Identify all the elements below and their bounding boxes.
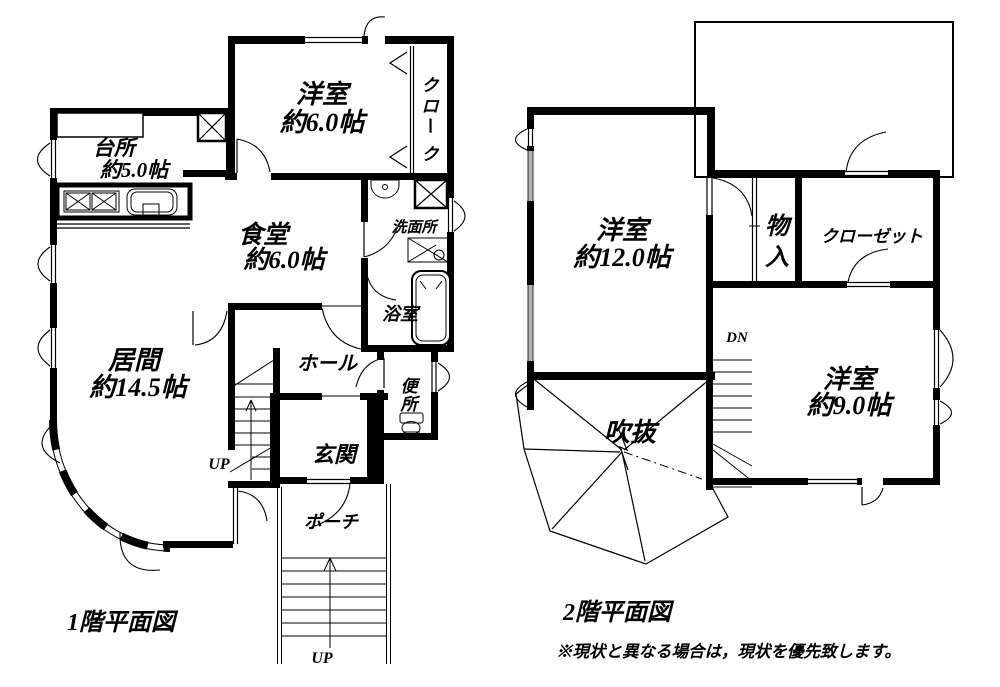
void-area — [515, 378, 729, 565]
bedroom12-size-label: 約12.0帖 — [573, 243, 675, 272]
closet-label: クローゼット — [821, 227, 923, 246]
kitchen-label: 台所 — [93, 136, 139, 160]
kitchen-size-label: 約5.0帖 — [100, 158, 171, 182]
windows-1f — [50, 36, 454, 392]
cloak-char-2: ロ — [422, 97, 440, 116]
wash-basin — [370, 179, 400, 199]
toilet-char-2: 所 — [400, 395, 421, 414]
entrance-label: 玄関 — [312, 442, 360, 467]
pillar-box-washroom — [413, 178, 449, 210]
floor2-title: 2階平面図 — [562, 599, 675, 626]
floor1-title: 1階平面図 — [67, 609, 179, 636]
storage-char-1: 物 — [765, 213, 793, 240]
living-label: 居間 — [107, 346, 164, 375]
bedroom9-label: 洋室 — [823, 365, 879, 394]
labels-1f: 台所 約5.0帖 洋室 約6.0帖 ク ロ ー ク 食堂 約6.0帖 洗面所 浴… — [67, 76, 440, 667]
toilet-char-1: 便 — [401, 377, 421, 396]
porch-stairs-up-label: UP — [311, 650, 333, 667]
storage-char-2: 入 — [765, 244, 789, 271]
cloak-char-1: ク — [422, 76, 440, 95]
toilet-fixture — [399, 412, 424, 435]
dining-size-label: 約6.0帖 — [243, 246, 328, 274]
bathtub — [411, 270, 451, 346]
doors-2f — [514, 128, 954, 506]
bedroom12-label: 洋室 — [596, 216, 652, 245]
pillar-box-kitchen — [196, 111, 228, 143]
windows-2f — [527, 128, 940, 485]
living-curved-wall — [49, 419, 171, 552]
kitchen-counter-top — [56, 112, 144, 138]
floor2-plan: 洋室 約12.0帖 物 入 クローゼット DN 洋室 約9.0帖 吹抜 2階平面… — [514, 21, 954, 661]
stairs-exterior — [277, 484, 391, 664]
bath-label: 浴室 — [382, 304, 421, 324]
doors-1f — [192, 138, 399, 544]
kitchen-counter — [54, 182, 193, 229]
cloak-partition — [388, 46, 415, 173]
washer-pan — [407, 237, 449, 263]
stairs-interior — [228, 313, 278, 480]
walls-2f — [527, 107, 940, 490]
stairs-up-label: UP — [208, 456, 230, 473]
bedroom6-size-label: 約6.0帖 — [280, 108, 369, 137]
hall-label: ホール — [297, 353, 358, 375]
washroom-label: 洗面所 — [391, 219, 439, 236]
dining-label: 食堂 — [238, 221, 292, 249]
living-size-label: 約14.5帖 — [89, 373, 191, 402]
bedroom9-size-label: 約9.0帖 — [807, 391, 896, 420]
glazing-2f — [527, 146, 534, 365]
stairs-down — [712, 359, 753, 488]
cloak-char-3: ー — [420, 116, 439, 134]
balcony-outline — [694, 21, 954, 178]
labels-2f: 洋室 約12.0帖 物 入 クローゼット DN 洋室 約9.0帖 吹抜 2階平面… — [556, 213, 923, 661]
void-label: 吹抜 — [604, 418, 660, 447]
casement-arcs-1f — [36, 16, 466, 571]
cloak-char-4: ク — [422, 145, 440, 164]
floor1-plan: 台所 約5.0帖 洋室 約6.0帖 ク ロ ー ク 食堂 約6.0帖 洗面所 浴… — [36, 16, 466, 667]
porch-label: ポーチ — [304, 512, 359, 532]
disclaimer-note: ※現状と異なる場合は，現状を優先致します。 — [556, 642, 901, 661]
bedroom6-label: 洋室 — [296, 80, 352, 109]
stairs-down-label: DN — [725, 330, 749, 346]
